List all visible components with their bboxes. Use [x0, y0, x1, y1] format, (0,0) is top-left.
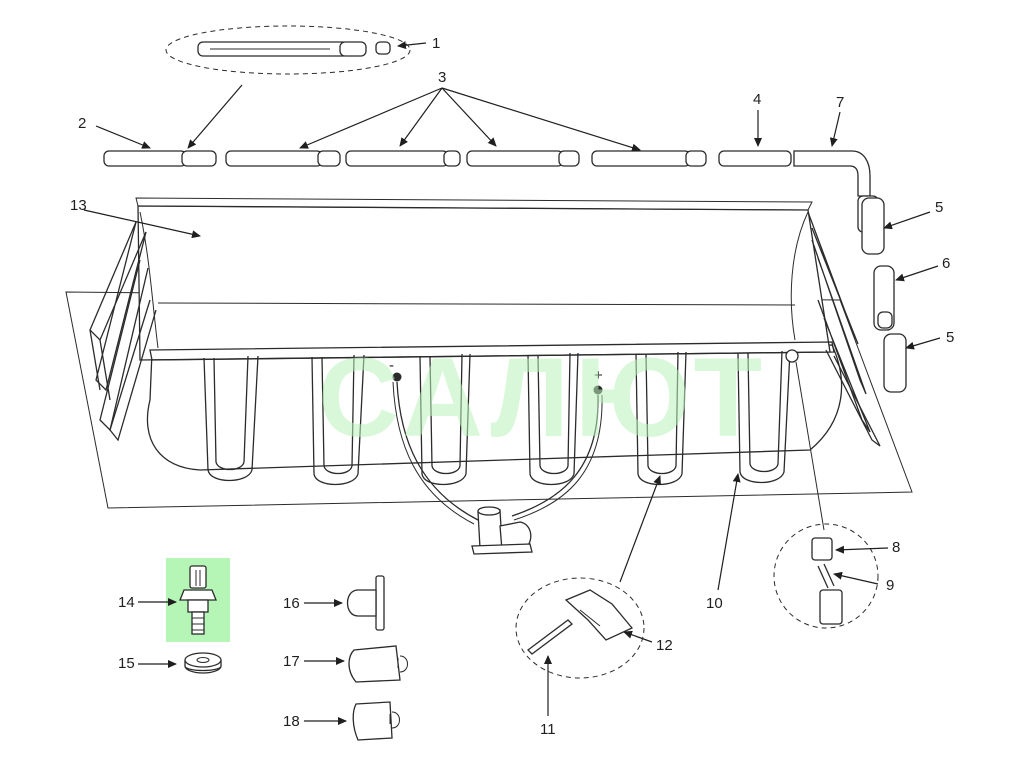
part-9-pin: [817, 563, 835, 589]
part-7-corner-joint: [793, 150, 871, 197]
callout-5-upper: 5: [935, 199, 943, 216]
part-1-pin: [375, 41, 391, 55]
callout-8: 8: [892, 539, 900, 556]
leader-lines: [83, 41, 941, 725]
part-18-cap: [352, 701, 400, 741]
part-11-rod: [527, 619, 573, 655]
watermark: САЛЮТ: [318, 335, 768, 460]
part-16-plug: [346, 575, 385, 631]
pool-liner: [135, 197, 843, 471]
part-5-upper: [861, 197, 885, 255]
part-12-clip: [564, 589, 634, 641]
part-5-lower: [883, 333, 907, 393]
callout-3: 3: [438, 69, 446, 86]
parts-11-12-detail-outline: [515, 577, 645, 679]
callout-11: 11: [540, 721, 556, 738]
callout-14: 14: [118, 594, 135, 611]
callout-17: 17: [283, 653, 300, 670]
callout-4: 4: [753, 91, 761, 108]
top-rail-row: [103, 150, 871, 197]
callout-10: 10: [706, 595, 723, 612]
t-joint: [785, 349, 799, 363]
right-end-frame: [807, 211, 881, 447]
part-4-rail: [718, 150, 792, 167]
inlet-hose: [396, 381, 479, 521]
outlet-fitting: [593, 385, 603, 395]
top-rail-with-sleeve: [197, 41, 391, 57]
pump-base: [471, 543, 533, 555]
outlet-hose: [511, 394, 599, 517]
callout-1: 1: [432, 35, 440, 52]
part-14-valve: [179, 565, 217, 635]
callout-13: 13: [70, 197, 87, 214]
callout-labels: 1 2 3 4 5 5 6 7 8 9 10 11 12 13 14 15 16…: [70, 35, 954, 738]
top-rail: [149, 341, 835, 361]
part-1-group-outline: [165, 25, 411, 75]
vertical-legs: [203, 350, 791, 486]
callout-15: 15: [118, 655, 135, 672]
parts-8-9-detail-outline: [773, 523, 879, 629]
pump-body: [477, 509, 503, 549]
pump-minus-mark: -: [389, 357, 394, 374]
callout-12: 12: [656, 637, 673, 654]
part-8-cap: [811, 537, 833, 561]
callout-16: 16: [283, 595, 300, 612]
callout-2: 2: [78, 115, 86, 132]
pump-plus-mark: +: [594, 367, 603, 384]
part-17-cap: [348, 645, 408, 683]
left-end-frame: [89, 221, 157, 442]
callout-9: 9: [886, 577, 894, 594]
callout-18: 18: [283, 713, 300, 730]
part-15-washer: [184, 652, 222, 674]
right-leg-parts: [857, 195, 907, 393]
filter-pump-assembly: - +: [389, 357, 603, 555]
part-8-9-detail: [811, 537, 843, 625]
callout-7: 7: [836, 94, 844, 111]
callout-5-lower: 5: [946, 329, 954, 346]
callout-6: 6: [942, 255, 950, 272]
inlet-fitting: [392, 372, 402, 382]
part-11-12-detail: [527, 589, 634, 655]
